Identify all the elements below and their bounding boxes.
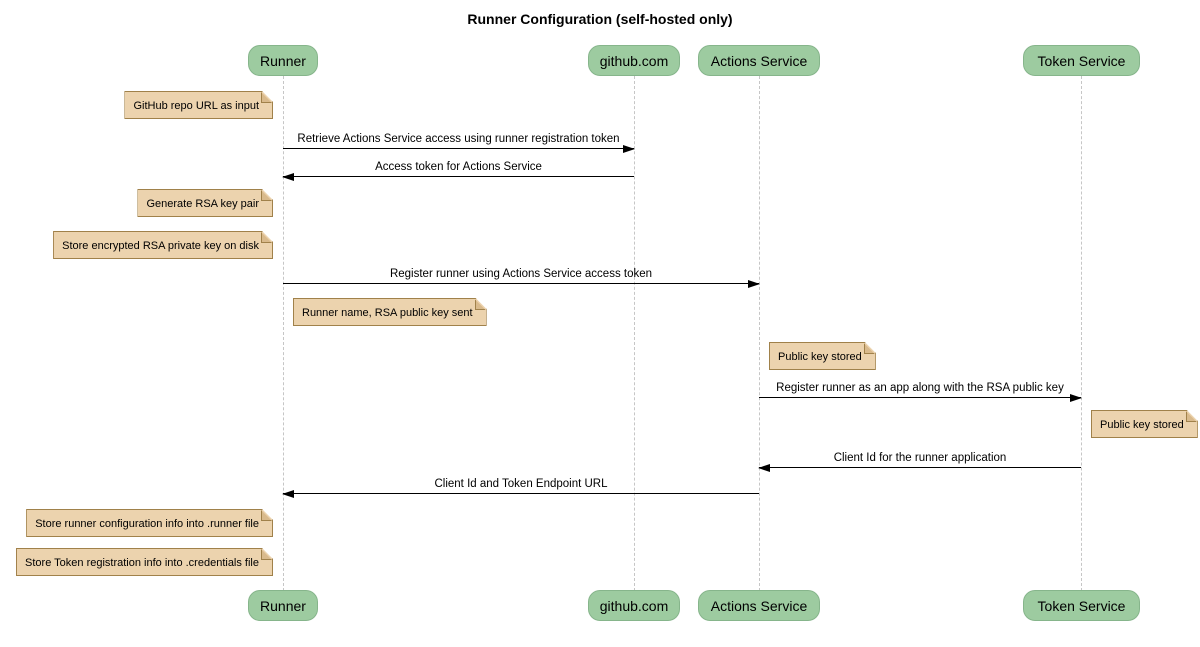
message-register-runner-as-app: Register runner as an app along with the… (759, 381, 1082, 402)
note-fold-corner (475, 299, 486, 310)
message-line (282, 490, 759, 498)
note-label: Public key stored (1100, 418, 1184, 431)
note-store-token-registration: Store Token registration info into .cred… (16, 548, 273, 576)
arrowhead-right-icon (1070, 394, 1082, 402)
arrowhead-right-icon (748, 280, 760, 288)
message-retrieve-actions-service-access: Retrieve Actions Service access using ru… (283, 132, 635, 153)
note-label: GitHub repo URL as input (133, 99, 259, 112)
arrowhead-left-icon (282, 490, 294, 498)
note-runner-name-public-key-sent: Runner name, RSA public key sent (293, 298, 487, 326)
arrowhead-right-icon (623, 145, 635, 153)
message-label: Client Id for the runner application (833, 452, 1007, 464)
actor-github-label: github.com (599, 52, 669, 69)
message-label: Retrieve Actions Service access using ru… (297, 133, 620, 145)
actor-runner-bottom: Runner (248, 590, 318, 621)
lifeline-runner (283, 76, 284, 591)
note-label: Store Token registration info into .cred… (25, 556, 259, 569)
actor-actions-service-top: Actions Service (698, 45, 820, 76)
actor-token-service-label: Token Service (1037, 597, 1126, 614)
note-label: Public key stored (778, 350, 862, 363)
note-fold-corner (1186, 411, 1197, 422)
message-line (759, 394, 1082, 402)
note-fold-corner (261, 510, 272, 521)
message-access-token-returned: Access token for Actions Service (282, 160, 634, 181)
message-client-id-for-runner-app: Client Id for the runner application (758, 451, 1081, 472)
note-generate-rsa-key-pair: Generate RSA key pair (137, 189, 273, 217)
lifeline-github (634, 76, 635, 591)
actor-token-service-label: Token Service (1037, 52, 1126, 69)
lifeline-token-service (1081, 76, 1082, 591)
note-store-encrypted-private-key: Store encrypted RSA private key on disk (53, 231, 273, 259)
actor-actions-service-label: Actions Service (710, 597, 808, 614)
note-fold-corner (864, 343, 875, 354)
note-github-repo-url-input: GitHub repo URL as input (124, 91, 273, 119)
actor-runner-top: Runner (248, 45, 318, 76)
message-label: Access token for Actions Service (375, 161, 542, 173)
note-fold-corner (261, 549, 272, 560)
note-public-key-stored-token-service: Public key stored (1091, 410, 1198, 438)
message-line (283, 145, 635, 153)
message-line (283, 280, 760, 288)
message-label: Client Id and Token Endpoint URL (434, 478, 608, 490)
arrowhead-left-icon (282, 173, 294, 181)
message-line (282, 173, 634, 181)
note-label: Generate RSA key pair (146, 197, 259, 210)
actor-runner-label: Runner (260, 52, 306, 69)
note-store-runner-configuration: Store runner configuration info into .ru… (26, 509, 273, 537)
actor-token-service-bottom: Token Service (1023, 590, 1140, 621)
message-client-id-and-token-endpoint: Client Id and Token Endpoint URL (282, 477, 759, 498)
note-fold-corner (261, 232, 272, 243)
actor-actions-service-label: Actions Service (710, 52, 808, 69)
diagram-title: Runner Configuration (self-hosted only) (467, 11, 733, 27)
note-label: Runner name, RSA public key sent (302, 306, 473, 319)
actor-github-top: github.com (588, 45, 680, 76)
message-line (758, 464, 1081, 472)
actor-actions-service-bottom: Actions Service (698, 590, 820, 621)
note-label: Store encrypted RSA private key on disk (62, 239, 259, 252)
lifeline-actions-service (759, 76, 760, 591)
arrowhead-left-icon (758, 464, 770, 472)
actor-runner-label: Runner (260, 597, 306, 614)
note-fold-corner (261, 92, 272, 103)
note-public-key-stored-actions-service: Public key stored (769, 342, 876, 370)
message-label: Register runner using Actions Service ac… (389, 268, 653, 280)
message-register-runner: Register runner using Actions Service ac… (283, 267, 760, 288)
actor-github-label: github.com (599, 597, 669, 614)
actor-token-service-top: Token Service (1023, 45, 1140, 76)
note-fold-corner (261, 190, 272, 201)
note-label: Store runner configuration info into .ru… (35, 517, 259, 530)
actor-github-bottom: github.com (588, 590, 680, 621)
message-label: Register runner as an app along with the… (776, 382, 1064, 394)
